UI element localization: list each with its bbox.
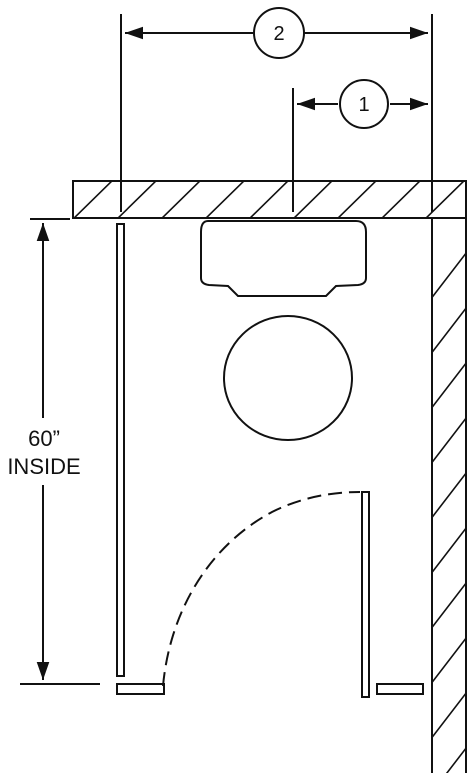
dimension-1: 1 <box>292 79 428 212</box>
depth-dimension-qualifier: INSIDE <box>7 454 80 479</box>
rear-wall <box>72 180 467 219</box>
dimension-2: 2 <box>120 7 433 212</box>
side-wall <box>431 181 467 773</box>
door-swing-arc <box>162 491 361 687</box>
toilet-bowl <box>223 315 353 441</box>
callout-label-1: 1 <box>358 94 369 116</box>
side-wall-hatching <box>432 251 466 773</box>
callout-bubble-2 <box>253 7 305 59</box>
depth-dimension-value: 60” <box>28 426 60 451</box>
left-partition-panel <box>116 223 125 677</box>
callout-label-2: 2 <box>273 23 284 45</box>
door-pilaster <box>361 491 370 698</box>
depth-dimension: 60” INSIDE <box>7 218 100 685</box>
right-pilaster-shoe <box>376 683 424 695</box>
left-pilaster-shoe <box>116 683 165 695</box>
rear-wall-hatching <box>73 181 466 218</box>
toilet-tank <box>200 220 367 297</box>
callout-bubble-1 <box>339 79 389 129</box>
